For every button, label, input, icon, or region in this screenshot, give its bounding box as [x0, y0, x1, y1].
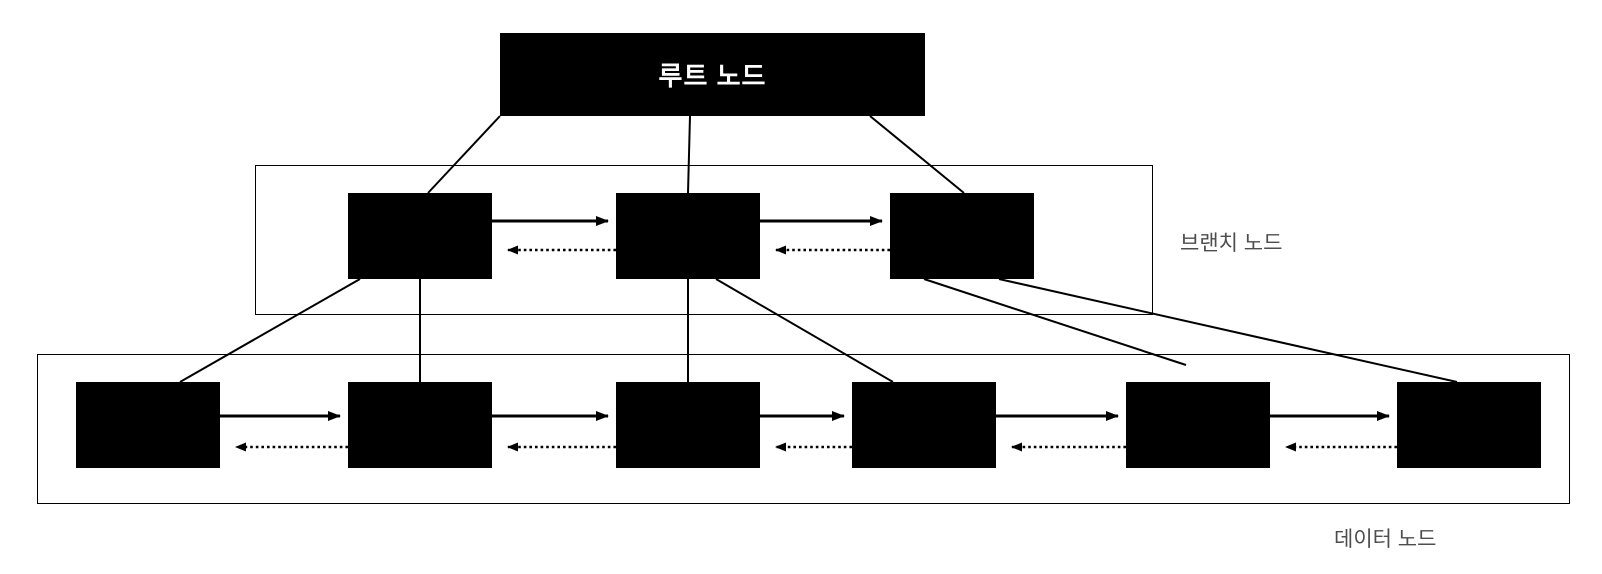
root-node-label: 루트 노드 [658, 61, 767, 91]
edge-branch-3-to-data-6 [998, 278, 1458, 383]
edge-branch-3-to-data-5 [923, 278, 1187, 366]
data-group-outline [37, 354, 1570, 504]
edge-root-to-branch-1 [427, 115, 501, 194]
root-node: 루트 노드 [500, 33, 925, 116]
edge-root-to-branch-3 [869, 115, 965, 194]
branch-node-2 [616, 193, 760, 279]
edge-branch-1-to-data-1 [179, 278, 361, 383]
data-group-label: 데이터 노드 [1334, 528, 1437, 551]
edge-branch-2-to-data-4 [715, 278, 894, 383]
branch-group-outline [255, 165, 1153, 315]
data-node-6 [1397, 382, 1541, 468]
tree-edges [179, 115, 1458, 383]
edge-root-to-branch-2 [687, 115, 691, 194]
data-node-4 [852, 382, 996, 468]
data-node-5 [1126, 382, 1270, 468]
data-node-2 [348, 382, 492, 468]
data-node-3 [616, 382, 760, 468]
branch-node-3 [890, 193, 1034, 279]
branch-sibling-arrows [492, 216, 890, 255]
data-node-1 [76, 382, 220, 468]
branch-group-label: 브랜치 노드 [1180, 232, 1283, 255]
branch-node-1 [348, 193, 492, 279]
data-sibling-arrows [220, 411, 1397, 452]
